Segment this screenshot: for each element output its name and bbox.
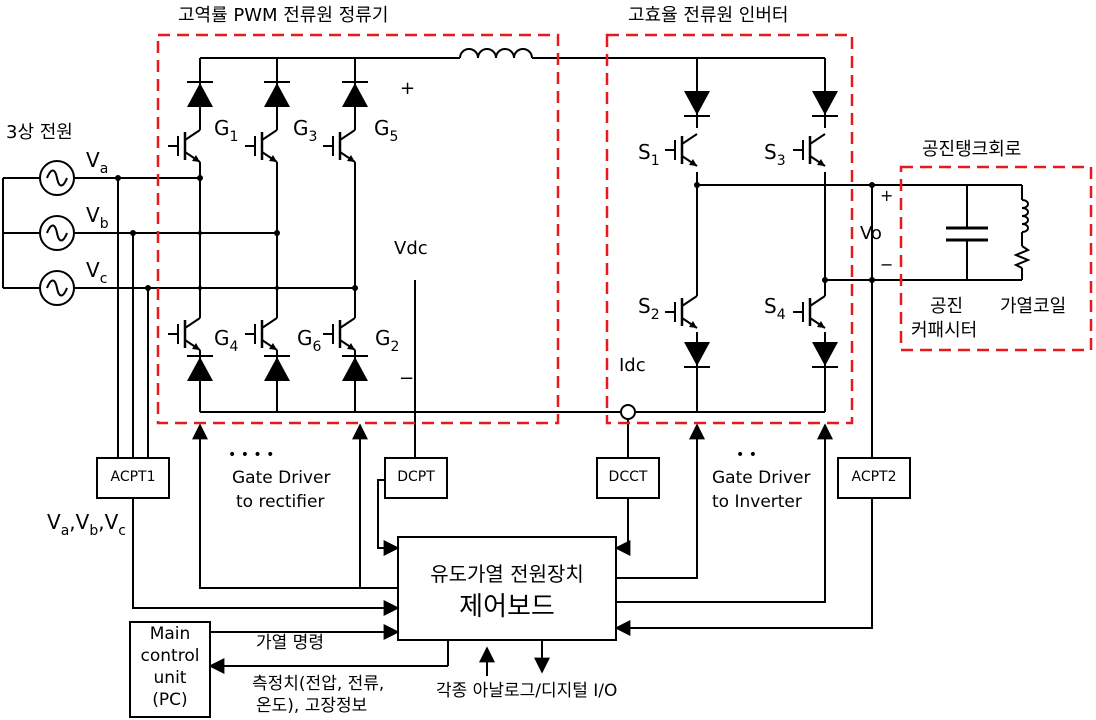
phase-label-c: Vc	[86, 258, 108, 287]
main-control-line1: Main	[149, 624, 191, 644]
gate-label-g6: G6	[297, 326, 322, 355]
measurement-label-line2: 온도), 고장정보	[256, 696, 368, 716]
main-control-line2: control	[140, 646, 200, 666]
gate-label-g1: G1	[214, 116, 239, 145]
dc-plus-sign: +	[400, 78, 416, 99]
phase-label-a: Va	[86, 148, 109, 177]
vabc-label: Va,Vb,Vc	[47, 510, 126, 539]
three-phase-source-label: 3상 전원	[6, 122, 73, 143]
switch-label-s2: S2	[638, 294, 660, 323]
dcct-box-label: DCCT	[608, 469, 648, 485]
gate-driver-inverter-line1: Gate Driver	[712, 468, 811, 488]
switch-label-s4: S4	[764, 294, 786, 323]
io-label: 각종 아날로그/디지털 I/O	[436, 681, 618, 701]
switch-label-s1: S1	[638, 140, 660, 169]
dcpt-box-label: DCPT	[397, 469, 435, 485]
rectifier-title: 고역률 PWM 전류원 정류기	[178, 5, 389, 26]
heating-command-label: 가열 명령	[256, 633, 324, 653]
dc-minus-sign: −	[399, 368, 415, 389]
vdc-label: Vdc	[394, 238, 428, 259]
gate-driver-rectifier-line2: to rectifier	[236, 492, 325, 512]
gate-signal-dots-inverter: • •	[736, 447, 757, 463]
gate-label-g4: G4	[214, 326, 239, 355]
capacitor-label-line2: 커패시터	[911, 320, 978, 341]
gate-driver-rectifier-line1: Gate Driver	[232, 468, 331, 488]
gate-label-g2: G2	[375, 326, 400, 355]
vo-label: Vo	[860, 223, 882, 244]
main-control-line4: (PC)	[152, 690, 188, 710]
heating-coil-label: 가열코일	[1000, 296, 1067, 317]
vo-plus-sign: +	[880, 186, 894, 205]
acpt1-box-label: ACPT1	[110, 469, 156, 485]
resonant-tank-title: 공진탱크회로	[922, 139, 1022, 160]
switch-label-s3: S3	[764, 140, 786, 169]
phase-label-b: Vb	[86, 203, 109, 232]
measurement-label-line1: 측정치(전압, 전류,	[252, 674, 385, 694]
main-control-line3: unit	[153, 668, 187, 688]
acpt2-box-label: ACPT2	[851, 469, 897, 485]
capacitor-label-line1: 공진	[930, 296, 964, 317]
gate-label-g5: G5	[374, 116, 399, 145]
gate-label-g3: G3	[293, 116, 318, 145]
control-board-title-line1: 유도가열 전원장치	[430, 562, 584, 586]
gate-signal-dots-rectifier: • • • •	[228, 447, 275, 463]
inverter-title: 고효율 전류원 인버터	[628, 5, 789, 26]
gate-driver-inverter-line2: to Inverter	[712, 492, 802, 512]
idc-label: Idc	[619, 355, 646, 376]
vo-minus-sign: −	[880, 255, 894, 274]
control-board-title-line2: 제어보드	[459, 592, 555, 622]
